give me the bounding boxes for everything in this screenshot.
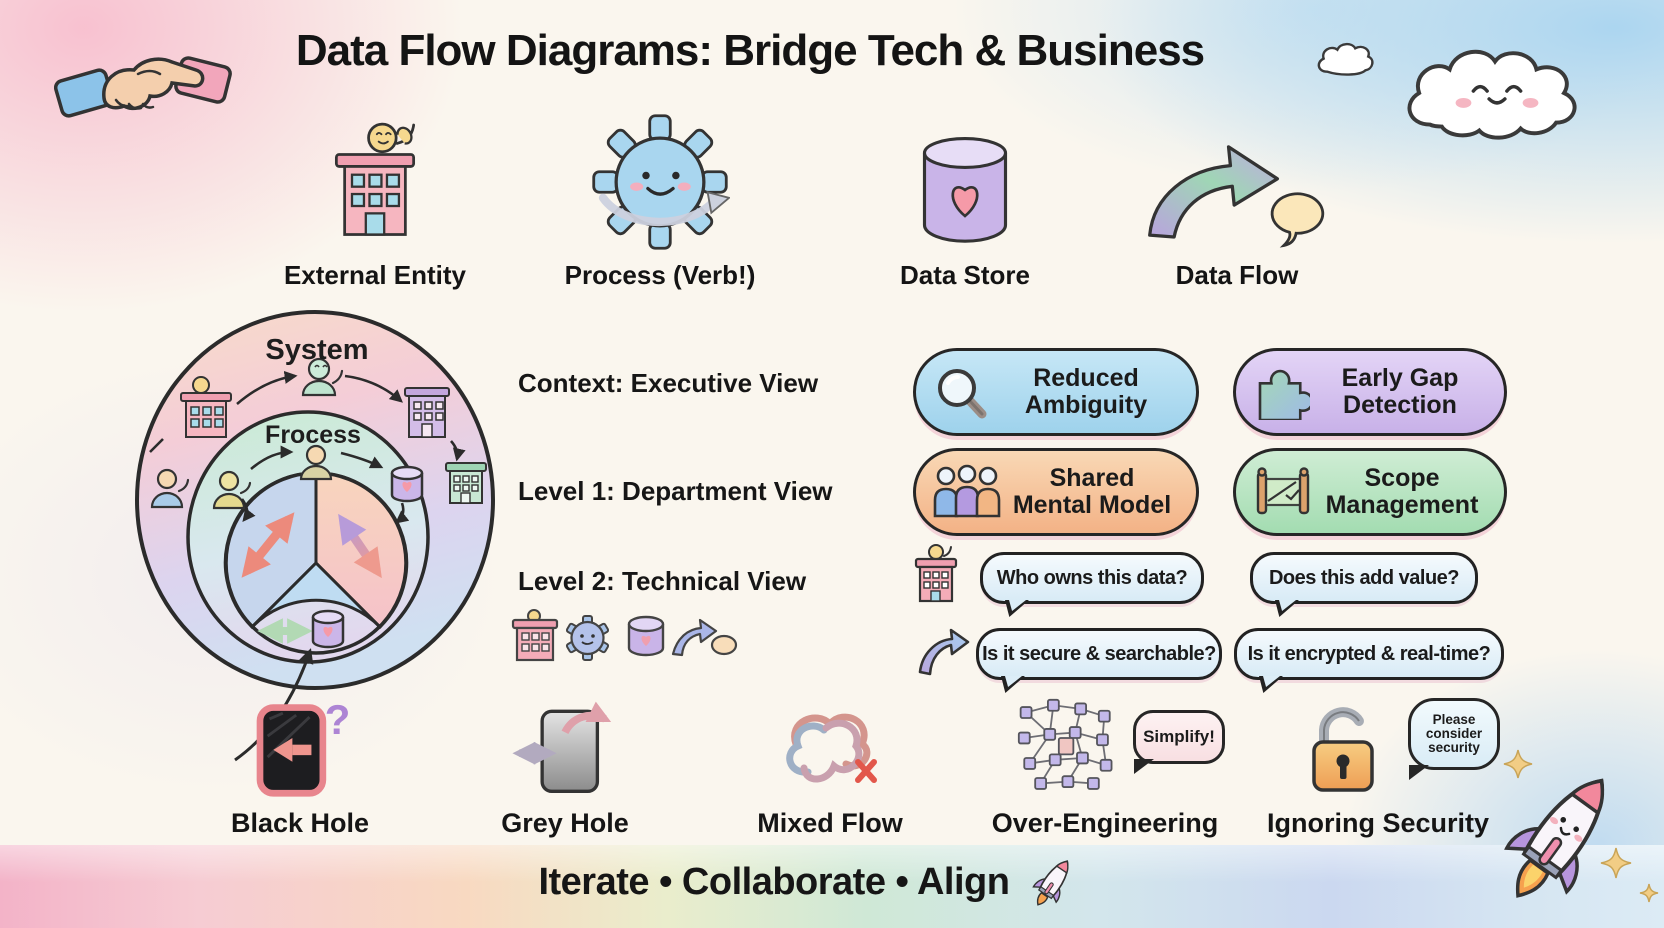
level-1: Level 1: Department View xyxy=(518,476,833,506)
legend-item-external-entity: External Entity xyxy=(265,112,485,291)
benefit-scope-management: Scope Management xyxy=(1233,448,1507,536)
mini-data-store-icon xyxy=(311,609,345,649)
handshake-icon xyxy=(54,56,232,118)
mini-person-tan-icon xyxy=(299,444,333,481)
black-hole-icon: ? xyxy=(190,698,410,798)
people-group-icon xyxy=(932,464,1002,520)
footer-tagline-row: Iterate • Collaborate • Align xyxy=(250,852,1370,910)
benefit-label: Early Gap Detection xyxy=(1341,363,1459,419)
benefit-label: Reduced Ambiguity xyxy=(1024,363,1148,419)
mini-data-store-right-icon xyxy=(390,465,424,503)
antipattern-label: Over-Engineering xyxy=(991,808,1219,838)
benefit-reduced-ambiguity: Reduced Ambiguity xyxy=(913,348,1199,436)
question-arrow-icon xyxy=(918,628,970,676)
legend-label-process: Process (Verb!) xyxy=(564,260,756,290)
security-callout: Please consider security xyxy=(1408,698,1500,770)
tangled-knot-icon xyxy=(720,698,940,798)
small-rocket-icon xyxy=(1031,860,1069,906)
smiling-gear-icon xyxy=(550,112,770,252)
mini-building-pink-icon xyxy=(180,376,232,438)
tangled-network-icon xyxy=(985,698,1225,798)
question-mark-glyph: ? xyxy=(325,698,351,743)
puzzle-piece-icon xyxy=(1252,364,1310,420)
question-bubble: Is it encrypted & real-time? xyxy=(1234,628,1504,680)
x-mark-glyph xyxy=(855,759,877,783)
question-building-icon xyxy=(914,544,958,603)
antipattern-over-engineering: Simplify! Over-Engineering xyxy=(985,698,1225,839)
legend-label-data-store: Data Store xyxy=(899,260,1031,290)
small-cloud-icon xyxy=(1317,42,1374,76)
antipattern-label: Grey Hole xyxy=(501,808,629,838)
legend-label-external-entity: External Entity xyxy=(283,260,467,290)
legend-item-data-flow: Data Flow xyxy=(1127,112,1347,291)
antipattern-grey-hole: Grey Hole xyxy=(455,698,675,839)
level-2: Level 2: Technical View xyxy=(518,566,807,596)
question-bubble: Who owns this data? xyxy=(980,552,1204,604)
antipattern-black-hole: ? Black Hole xyxy=(190,698,410,839)
mini-person-mint-icon xyxy=(301,357,344,397)
fence-icon xyxy=(1252,465,1314,519)
mini-building-mint-icon xyxy=(445,462,487,504)
mini-building-purple-icon xyxy=(404,387,450,438)
legend-item-process: Process (Verb!) xyxy=(550,112,770,291)
level-context: Context: Executive View xyxy=(518,368,819,398)
benefit-early-gap-detection: Early Gap Detection xyxy=(1233,348,1507,436)
benefit-label: Shared Mental Model xyxy=(1012,463,1172,519)
magnifying-glass-icon xyxy=(932,363,990,421)
database-cylinder-heart-icon xyxy=(855,112,1075,252)
nested-context-diagram: System Frocess xyxy=(135,310,495,762)
antipattern-ignoring-security: Please consider security Ignoring Securi… xyxy=(1258,698,1500,839)
legend-label-data-flow: Data Flow xyxy=(1175,260,1299,290)
footer-tagline: Iterate • Collaborate • Align xyxy=(538,861,1010,903)
legend-item-data-store: Data Store xyxy=(855,112,1075,291)
antipattern-label: Mixed Flow xyxy=(757,808,903,838)
curved-arrow-speech-bubble-icon xyxy=(1127,112,1347,252)
mini-person-blue-icon xyxy=(150,468,190,509)
rocket-icon xyxy=(1503,749,1659,903)
antipattern-label: Black Hole xyxy=(230,808,370,838)
benefit-shared-mental-model: Shared Mental Model xyxy=(913,448,1199,536)
bottom-watercolor-band xyxy=(0,845,1664,928)
building-with-person-icon xyxy=(265,112,485,252)
level-2-mini-symbols xyxy=(511,609,738,662)
page-title: Data Flow Diagrams: Bridge Tech & Busine… xyxy=(295,26,1205,75)
open-padlock-icon xyxy=(1258,698,1498,798)
question-bubble: Is it secure & searchable? xyxy=(976,628,1222,680)
question-bubble: Does this add value? xyxy=(1250,552,1478,604)
outer-ring-label: System xyxy=(265,334,368,366)
benefit-label: Scope Management xyxy=(1325,463,1479,519)
mini-person-yellow-icon xyxy=(212,470,252,510)
simplify-callout: Simplify! xyxy=(1133,710,1225,764)
smiling-cloud-icon xyxy=(1407,49,1577,140)
antipattern-mixed-flow: Mixed Flow xyxy=(720,698,940,839)
grey-hole-icon xyxy=(455,698,675,798)
antipattern-label: Ignoring Security xyxy=(1266,808,1490,838)
middle-ring-label: Frocess xyxy=(265,421,361,449)
